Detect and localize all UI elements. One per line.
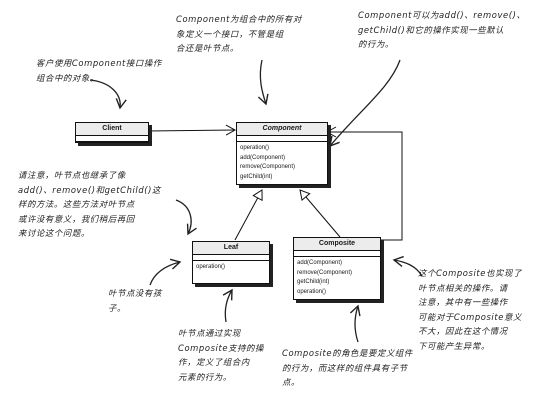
leaf-no-children-note-arrow — [149, 258, 182, 286]
leaf-class-operations: operation() — [193, 261, 269, 283]
composite-impl-note: 这个Composite也实现了 叶节点相关的操作。请 注意，其中有一些操作 可能… — [418, 268, 522, 351]
component-class-attributes — [237, 136, 327, 142]
leaf-behavior-note-arrow — [222, 288, 233, 323]
leaf-class: Leaf operation() — [192, 241, 270, 284]
composite-class-name: Composite — [294, 238, 380, 251]
composite-class-operations: add(Component) remove(Component) getChil… — [294, 257, 380, 299]
component-class: Component operation() add(Component) rem… — [236, 122, 328, 186]
leaf-behavior-note: 叶节点通过实现 Composite支持的操 作，定义了组合内 元素的行为。 — [178, 328, 264, 382]
leaf-class-attributes — [193, 255, 269, 261]
client-class: Client — [75, 122, 149, 143]
client-class-name: Client — [76, 123, 148, 136]
leaf-generalization — [234, 189, 263, 241]
default-note-arrow — [329, 59, 401, 148]
client-component-association — [147, 124, 237, 136]
composite-op: add(Component) — [297, 260, 343, 266]
component-op: add(Component) — [240, 154, 286, 161]
leaf-class-name: Leaf — [193, 242, 269, 255]
client-note-arrow — [89, 79, 127, 110]
component-op: remove(Component) — [240, 164, 296, 171]
component-op: getChild(int) — [240, 173, 273, 180]
composite-children-association — [325, 126, 403, 241]
composite-class-attributes — [294, 251, 380, 257]
component-class-name: Component — [237, 123, 327, 136]
composite-op: operation() — [297, 288, 327, 295]
default-behavior-note: Component可以为add()、remove()、 getChild()和它… — [358, 10, 526, 49]
composite-role-note-arrow — [349, 304, 361, 343]
leaf-inherit-note-arrow — [175, 199, 197, 236]
leaf-no-children-note: 叶节点没有孩 子。 — [108, 288, 162, 313]
component-op: operation() — [240, 145, 270, 151]
composite-impl-note-arrow — [392, 255, 423, 277]
component-class-operations: operation() add(Component) remove(Compon… — [237, 142, 327, 184]
composite-generalization — [299, 189, 341, 238]
composite-role-note: Composite的角色是要定义组件 的行为，而这样的组件具有子节 点。 — [282, 348, 413, 387]
component-note-arrow — [257, 59, 269, 106]
leaf-inherit-note: 请注意，叶节点也继承了像 add()、remove()和getChild()这 … — [18, 170, 161, 238]
composite-op: getChild(int) — [297, 279, 330, 286]
leaf-op: operation() — [196, 264, 226, 270]
component-note: Component为组合中的所有对 象定义一个接口，不管是组 合还是叶节点。 — [176, 14, 302, 53]
composite-class: Composite add(Component) remove(Componen… — [293, 237, 381, 301]
client-note: 客户使用Component接口操作 组合中的对象。 — [36, 58, 162, 83]
client-class-attributes — [76, 136, 148, 142]
composite-op: remove(Component) — [297, 269, 353, 276]
